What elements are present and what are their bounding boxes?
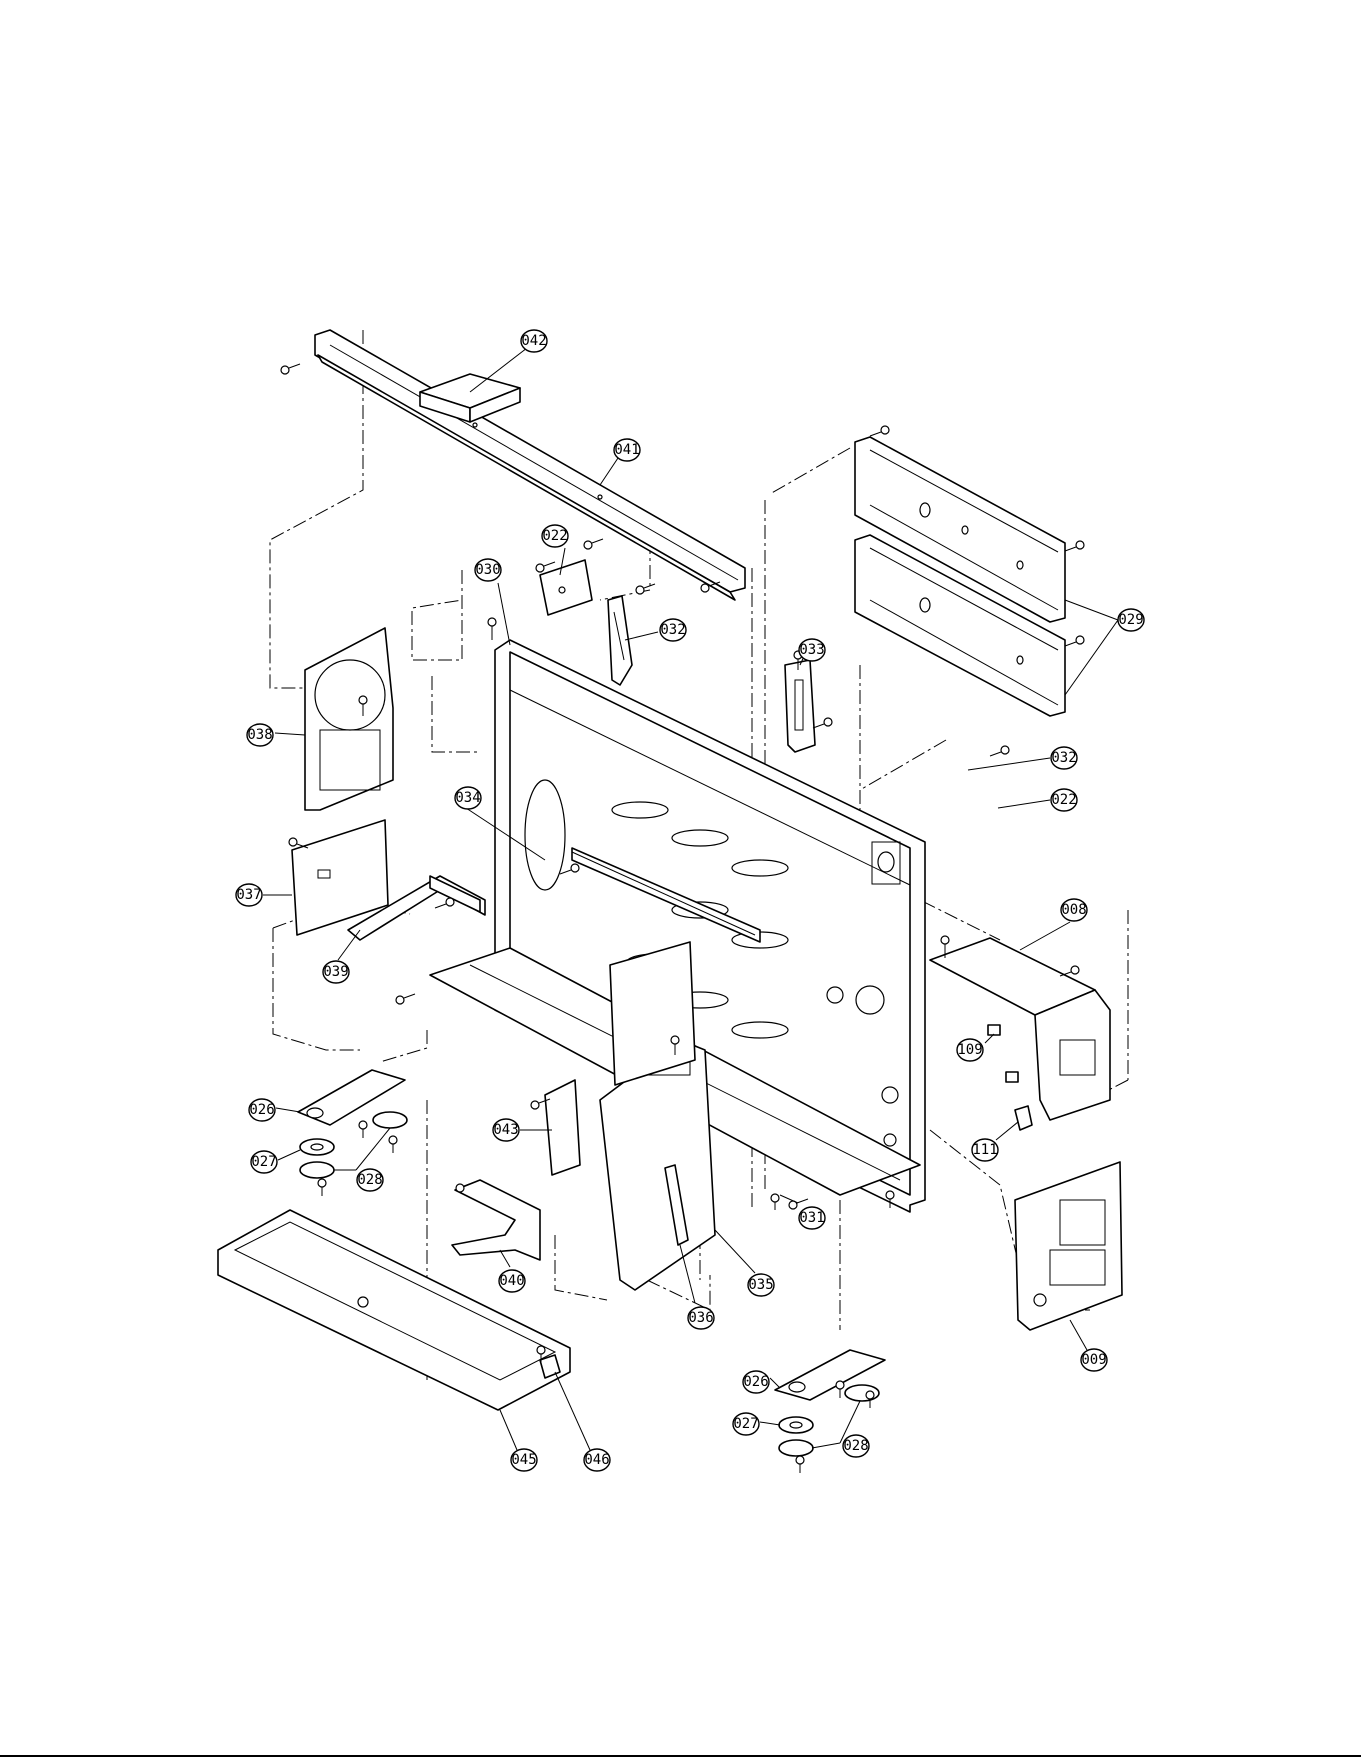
- screw-icon: [836, 1381, 844, 1398]
- callout-029: 029: [1118, 609, 1144, 631]
- callout-027: 027: [733, 1413, 759, 1435]
- svg-text:033: 033: [799, 642, 824, 658]
- callout-022: 022: [542, 525, 568, 547]
- svg-text:028: 028: [357, 1172, 382, 1188]
- svg-text:034: 034: [455, 790, 480, 806]
- bracket-043: [545, 1080, 580, 1175]
- callout-030: 030: [475, 559, 501, 581]
- callout-032: 032: [1051, 747, 1077, 769]
- page-bottom-border: [0, 1755, 1361, 1757]
- callout-026: 026: [743, 1371, 769, 1393]
- callout-033: 033: [799, 639, 825, 661]
- screw-icon: [289, 838, 308, 848]
- callout-040: 040: [499, 1270, 525, 1292]
- screw-icon: [1065, 636, 1084, 646]
- svg-text:040: 040: [499, 1273, 524, 1289]
- svg-text:045: 045: [511, 1452, 536, 1468]
- callout-038: 038: [247, 724, 273, 746]
- svg-text:022: 022: [1051, 792, 1076, 808]
- callout-046: 046: [584, 1449, 610, 1471]
- svg-text:032: 032: [660, 622, 685, 638]
- caster-027-left: [300, 1139, 334, 1155]
- panel-009: [1015, 1162, 1122, 1330]
- bracket-033: [785, 660, 815, 752]
- screw-icon: [584, 539, 603, 549]
- screw-icon: [1060, 966, 1079, 976]
- svg-text:043: 043: [493, 1122, 518, 1138]
- svg-text:027: 027: [733, 1416, 758, 1432]
- bracket-040: [452, 1180, 540, 1260]
- screw-icon: [396, 994, 415, 1004]
- screw-icon: [281, 364, 300, 374]
- screw-icon: [1065, 541, 1084, 551]
- callout-037: 037: [236, 884, 262, 906]
- svg-text:111: 111: [972, 1142, 997, 1158]
- bracket-008: [930, 938, 1110, 1120]
- callout-042: 042: [521, 330, 547, 352]
- callout-027: 027: [251, 1151, 277, 1173]
- screw-icon: [488, 618, 496, 640]
- screw-icon: [636, 584, 655, 594]
- screw-icon: [870, 426, 889, 436]
- screw-icon: [990, 746, 1009, 756]
- svg-text:009: 009: [1081, 1352, 1106, 1368]
- callout-028: 028: [357, 1169, 383, 1191]
- svg-text:028: 028: [843, 1438, 868, 1454]
- callout-036: 036: [688, 1307, 714, 1329]
- svg-text:038: 038: [247, 727, 272, 743]
- screw-icon: [389, 1136, 397, 1153]
- svg-text:041: 041: [614, 442, 639, 458]
- callout-028: 028: [843, 1435, 869, 1457]
- svg-text:022: 022: [542, 528, 567, 544]
- svg-text:046: 046: [584, 1452, 609, 1468]
- bracket-032-upper: [608, 596, 632, 685]
- callout-109: 109: [957, 1039, 983, 1061]
- callout-034: 034: [455, 787, 481, 809]
- callout-026: 026: [249, 1099, 275, 1121]
- callout-043: 043: [493, 1119, 519, 1141]
- clip-111: [1015, 1106, 1032, 1130]
- clip-109: [988, 1025, 1018, 1082]
- svg-text:008: 008: [1061, 902, 1086, 918]
- svg-text:036: 036: [688, 1310, 713, 1326]
- screw-icon: [435, 898, 454, 908]
- callout-032: 032: [660, 619, 686, 641]
- screw-icon: [318, 1179, 326, 1196]
- svg-text:042: 042: [521, 333, 546, 349]
- callout-111: 111: [972, 1139, 998, 1161]
- svg-text:027: 027: [251, 1154, 276, 1170]
- screw-icon: [359, 1121, 367, 1138]
- caster-027-right: [779, 1417, 813, 1433]
- svg-text:039: 039: [323, 964, 348, 980]
- svg-text:026: 026: [743, 1374, 768, 1390]
- screw-icon: [771, 1194, 779, 1210]
- callout-041: 041: [614, 439, 640, 461]
- callout-035: 035: [748, 1274, 774, 1296]
- screw-icon: [796, 1456, 804, 1473]
- speaker-bracket-038: [305, 628, 393, 810]
- svg-text:029: 029: [1118, 612, 1143, 628]
- screw-icon: [813, 718, 832, 728]
- callout-045: 045: [511, 1449, 537, 1471]
- callout-031: 031: [799, 1207, 825, 1229]
- callout-039: 039: [323, 961, 349, 983]
- svg-text:032: 032: [1051, 750, 1076, 766]
- svg-text:109: 109: [957, 1042, 982, 1058]
- plate-022-upper: [540, 560, 592, 615]
- callout-022: 022: [1051, 789, 1077, 811]
- top-rail-041: [315, 330, 745, 600]
- callout-009: 009: [1081, 1349, 1107, 1371]
- svg-text:035: 035: [748, 1277, 773, 1293]
- svg-text:026: 026: [249, 1102, 274, 1118]
- svg-text:037: 037: [236, 887, 261, 903]
- svg-text:030: 030: [475, 562, 500, 578]
- svg-text:031: 031: [799, 1210, 824, 1226]
- callout-008: 008: [1061, 899, 1087, 921]
